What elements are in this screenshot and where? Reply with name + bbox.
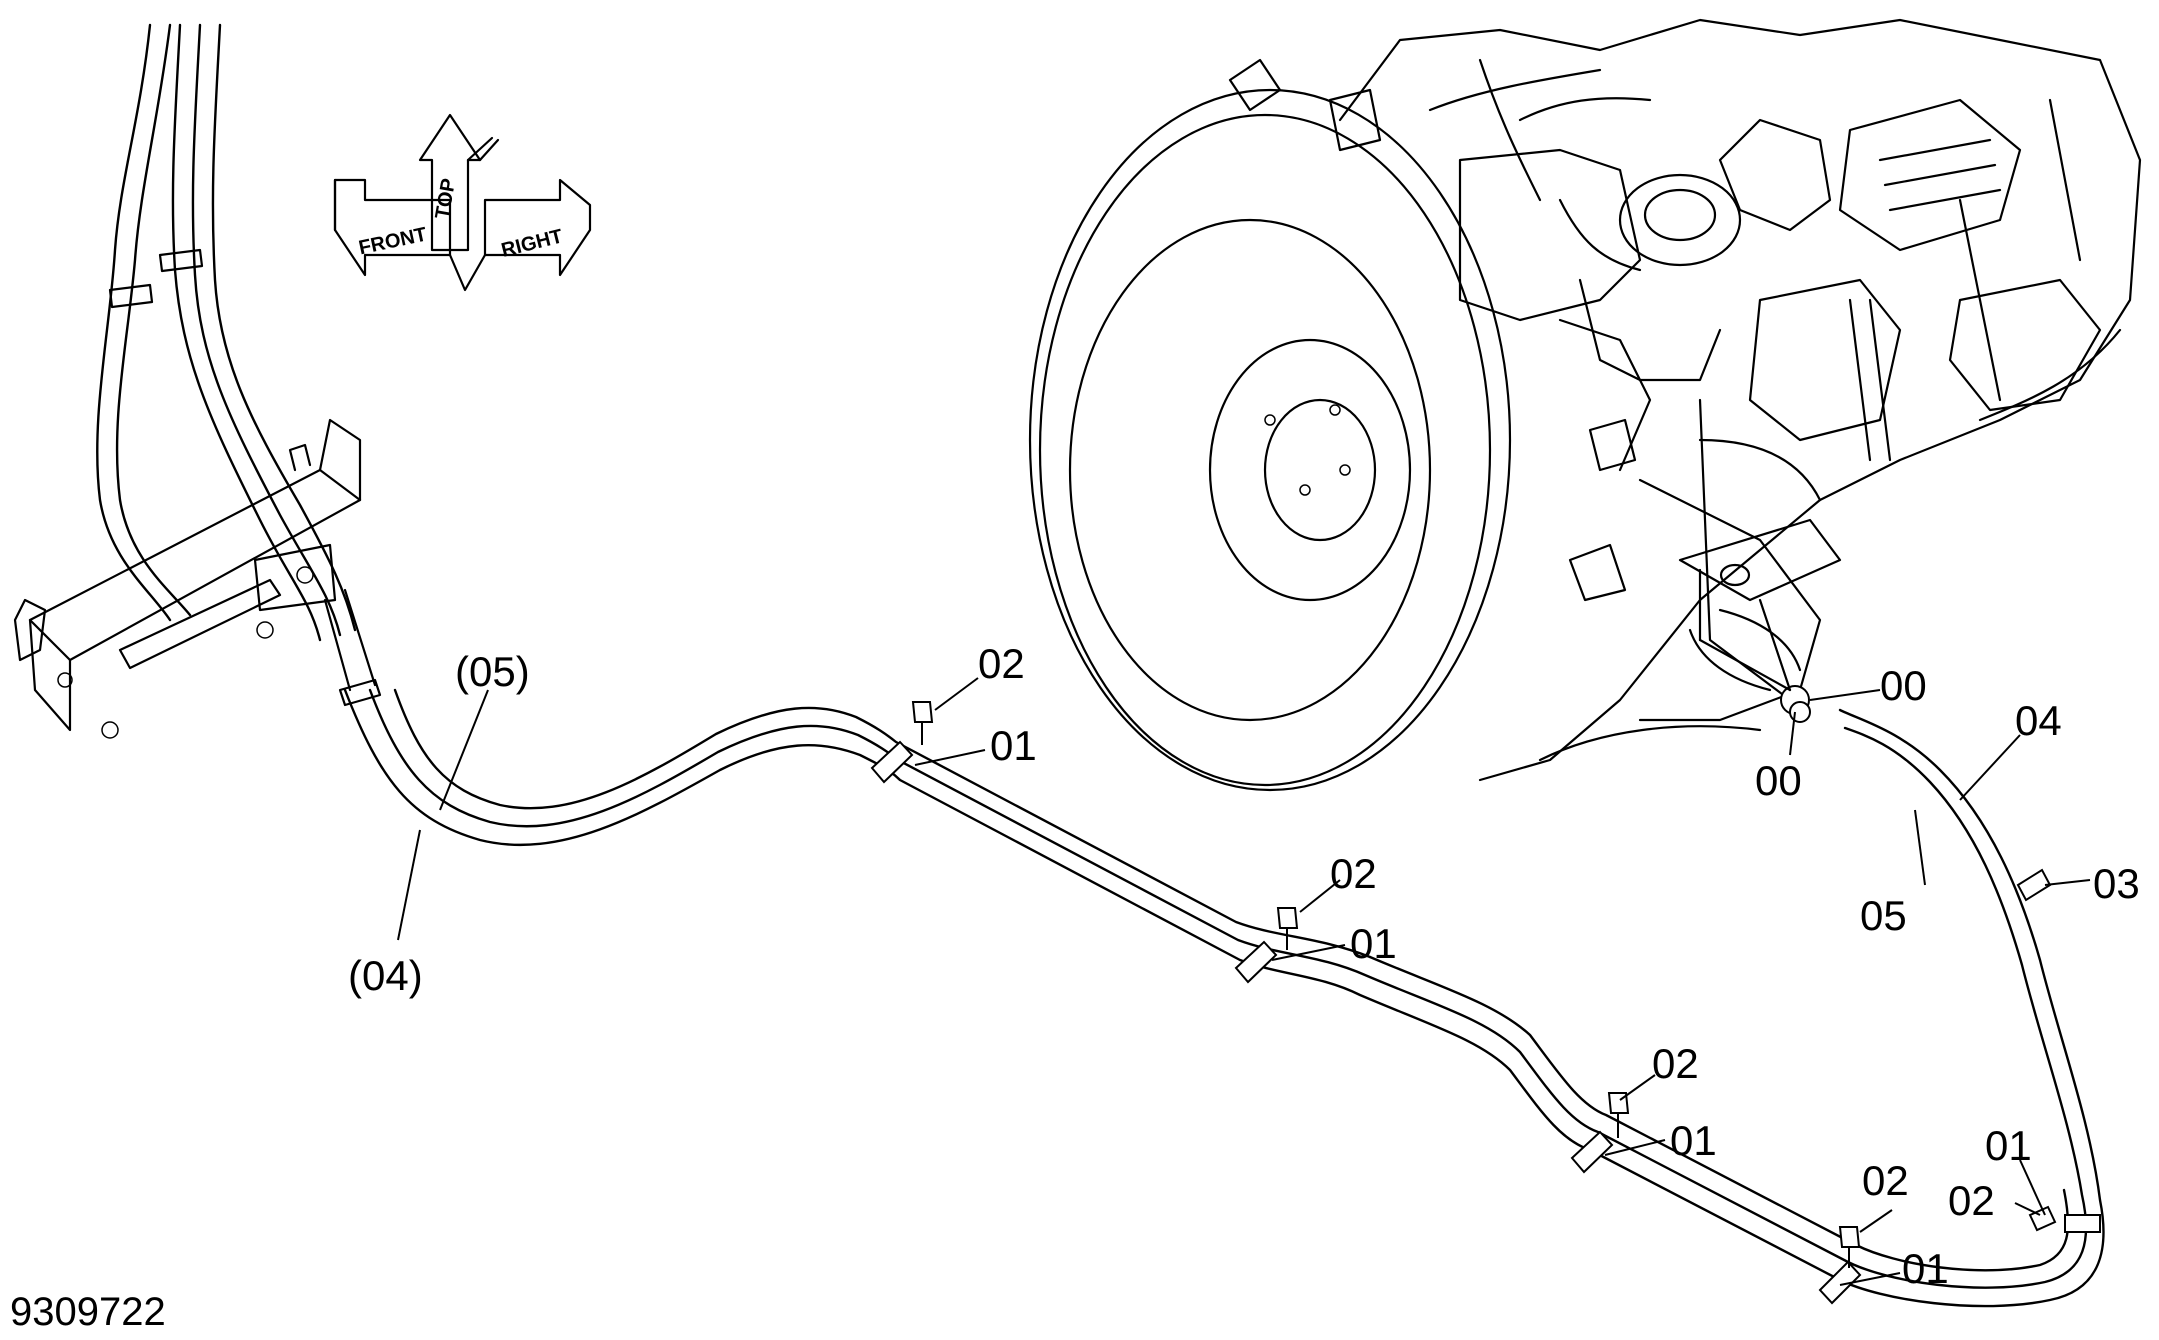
orientation-indicator: FRONT TOP RIGHT xyxy=(333,113,592,292)
callout-00-b: 00 xyxy=(1755,757,1802,804)
callout-02-c: 02 xyxy=(1652,1040,1699,1087)
label-05-paren: (05) xyxy=(455,648,530,695)
callout-00-a: 00 xyxy=(1880,662,1927,709)
engine-assembly xyxy=(1028,18,2142,792)
callout-labels: (05) (04) 02 01 02 01 02 01 02 01 02 01 … xyxy=(348,640,2140,1292)
drawing-number: 9309722 xyxy=(10,1290,166,1334)
top-label: TOP xyxy=(432,177,461,221)
callout-02-e: 02 xyxy=(1948,1177,1995,1224)
callout-04: 04 xyxy=(2015,697,2062,744)
callout-02-a: 02 xyxy=(978,640,1025,687)
callout-02-d: 02 xyxy=(1862,1157,1909,1204)
leader-lines xyxy=(397,677,2091,1286)
callout-01-c: 01 xyxy=(1670,1117,1717,1164)
callout-01-b: 01 xyxy=(1350,920,1397,967)
right-label: RIGHT xyxy=(499,225,565,261)
main-hose-route xyxy=(343,568,2105,1308)
left-bracket-assembly xyxy=(13,23,382,739)
callout-01-d: 01 xyxy=(1902,1245,1949,1292)
callout-01-a: 01 xyxy=(990,722,1037,769)
callout-03: 03 xyxy=(2093,860,2140,907)
callout-01-e: 01 xyxy=(1985,1122,2032,1169)
label-04-paren: (04) xyxy=(348,952,423,999)
callout-05: 05 xyxy=(1860,892,1907,939)
callout-02-b: 02 xyxy=(1330,850,1377,897)
